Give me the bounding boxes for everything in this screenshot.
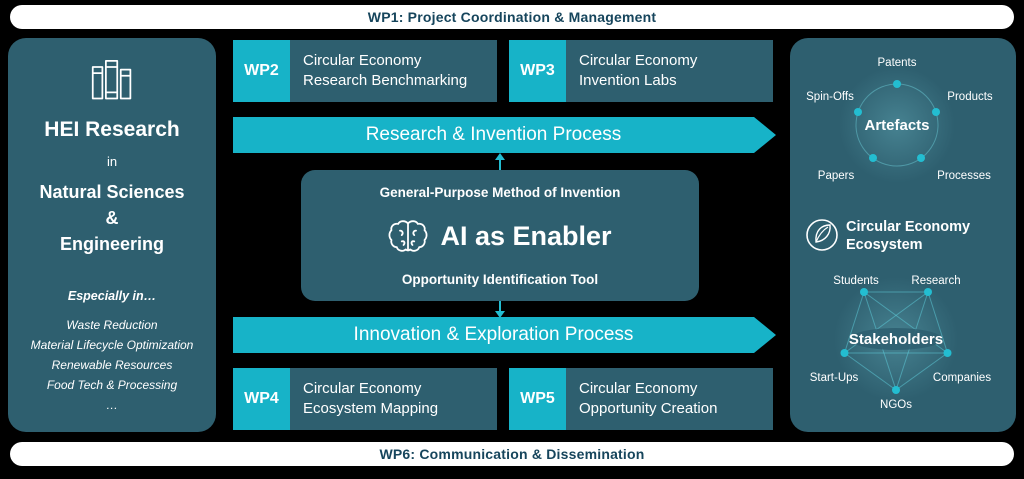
wp3-line2: Invention Labs bbox=[579, 72, 677, 89]
wp5-line1: Circular Economy bbox=[579, 380, 698, 397]
wp4-description: Circular Economy Ecosystem Mapping bbox=[290, 368, 497, 430]
node-label-startups: Start-Ups bbox=[810, 372, 859, 384]
wp2-line1: Circular Economy bbox=[303, 52, 422, 69]
node-label-ngos: NGOs bbox=[880, 399, 912, 411]
wp3-description: Circular Economy Invention Labs bbox=[566, 40, 773, 102]
node-dot bbox=[917, 154, 925, 162]
node-dot bbox=[860, 288, 868, 296]
hei-field: Natural Sciences & Engineering bbox=[39, 179, 184, 257]
topic-item: Renewable Resources bbox=[51, 358, 173, 372]
hei-field-line1: Natural Sciences bbox=[39, 182, 185, 202]
wp5-description: Circular Economy Opportunity Creation bbox=[566, 368, 773, 430]
node-dot bbox=[854, 108, 862, 116]
wp6-banner: WP6: Communication & Dissemination bbox=[10, 442, 1014, 466]
node-dot bbox=[869, 154, 877, 162]
right-panel-networks: Artefacts Patents Spin-Offs Products Pap… bbox=[806, 57, 993, 411]
hei-field-line3: Engineering bbox=[59, 234, 164, 254]
connector-arrow-down bbox=[495, 301, 505, 318]
wp1-banner: WP1: Project Coordination & Management bbox=[10, 5, 1014, 29]
node-label-students: Students bbox=[833, 275, 879, 287]
node-dot bbox=[840, 349, 849, 357]
node-label-papers: Papers bbox=[818, 170, 855, 182]
wp1-banner-label: WP1: Project Coordination & Management bbox=[367, 9, 657, 25]
brain-icon bbox=[388, 220, 428, 252]
ecosystem-label-line1: Circular Economy bbox=[846, 219, 970, 235]
stakeholders-title: Stakeholders bbox=[849, 331, 943, 348]
ai-enabler-box: General-Purpose Method of Invention AI a… bbox=[301, 170, 699, 301]
hei-connector-word: in bbox=[106, 154, 118, 169]
wp4-line2: Ecosystem Mapping bbox=[303, 400, 439, 417]
topic-item: Material Lifecycle Optimization bbox=[30, 338, 194, 352]
hei-field-line2: & bbox=[105, 208, 119, 228]
node-dot bbox=[893, 80, 901, 88]
innovation-process-label: Innovation & Exploration Process bbox=[353, 324, 634, 345]
gpmi-label: General-Purpose Method of Invention bbox=[379, 185, 621, 200]
artefacts-network: Artefacts Patents Spin-Offs Products Pap… bbox=[806, 57, 993, 183]
research-process-arrow: Research & Invention Process bbox=[233, 117, 776, 153]
artefacts-title: Artefacts bbox=[864, 117, 929, 134]
node-label-spinoffs: Spin-Offs bbox=[806, 91, 854, 103]
node-label-research: Research bbox=[911, 275, 960, 287]
node-dot bbox=[943, 349, 952, 357]
connector-arrow-up bbox=[495, 153, 505, 170]
node-label-products: Products bbox=[947, 91, 993, 103]
topic-item: … bbox=[105, 398, 118, 412]
hei-research-panel: HEI Research in Natural Sciences & Engin… bbox=[8, 38, 216, 432]
books-icon bbox=[91, 60, 132, 100]
wp5-tag: WP5 bbox=[509, 368, 566, 430]
wp3-tag: WP3 bbox=[509, 40, 566, 102]
oit-label: Opportunity Identification Tool bbox=[401, 272, 599, 287]
ai-enabler-title: AI as Enabler bbox=[440, 220, 612, 251]
wp5-line2: Opportunity Creation bbox=[579, 400, 718, 417]
wp2-line2: Research Benchmarking bbox=[303, 72, 468, 89]
stakeholders-network: Stakeholders Students Research Start-Ups… bbox=[810, 275, 992, 411]
wp3-line1: Circular Economy bbox=[579, 52, 698, 69]
research-process-label: Research & Invention Process bbox=[365, 124, 622, 145]
ecosystem-row: Circular Economy Ecosystem bbox=[806, 219, 970, 253]
wp4-tag: WP4 bbox=[233, 368, 290, 430]
wp2-description: Circular Economy Research Benchmarking bbox=[290, 40, 497, 102]
leaf-icon bbox=[806, 219, 838, 251]
ecosystem-label-line2: Ecosystem bbox=[846, 237, 923, 253]
wp3-box: WP3 Circular Economy Invention Labs bbox=[509, 40, 773, 102]
especially-label: Especially in… bbox=[67, 289, 157, 303]
topic-item: Waste Reduction bbox=[66, 318, 158, 332]
wp2-box: WP2 Circular Economy Research Benchmarki… bbox=[233, 40, 497, 102]
wp4-line1: Circular Economy bbox=[303, 380, 422, 397]
node-dot bbox=[892, 386, 900, 394]
node-label-processes: Processes bbox=[937, 170, 991, 182]
hei-title: HEI Research bbox=[44, 118, 180, 141]
innovation-process-arrow: Innovation & Exploration Process bbox=[233, 317, 776, 353]
node-dot bbox=[924, 288, 932, 296]
wp5-box: WP5 Circular Economy Opportunity Creatio… bbox=[509, 368, 773, 430]
topic-item: Food Tech & Processing bbox=[46, 378, 178, 392]
wp2-tag: WP2 bbox=[233, 40, 290, 102]
node-dot bbox=[932, 108, 940, 116]
wp6-banner-label: WP6: Communication & Dissemination bbox=[379, 446, 645, 462]
topics-list: Waste Reduction Material Lifecycle Optim… bbox=[31, 315, 194, 415]
ecosystem-panel: Artefacts Patents Spin-Offs Products Pap… bbox=[790, 38, 1016, 432]
node-label-companies: Companies bbox=[933, 372, 991, 384]
wp4-box: WP4 Circular Economy Ecosystem Mapping bbox=[233, 368, 497, 430]
node-label-patents: Patents bbox=[878, 57, 917, 69]
